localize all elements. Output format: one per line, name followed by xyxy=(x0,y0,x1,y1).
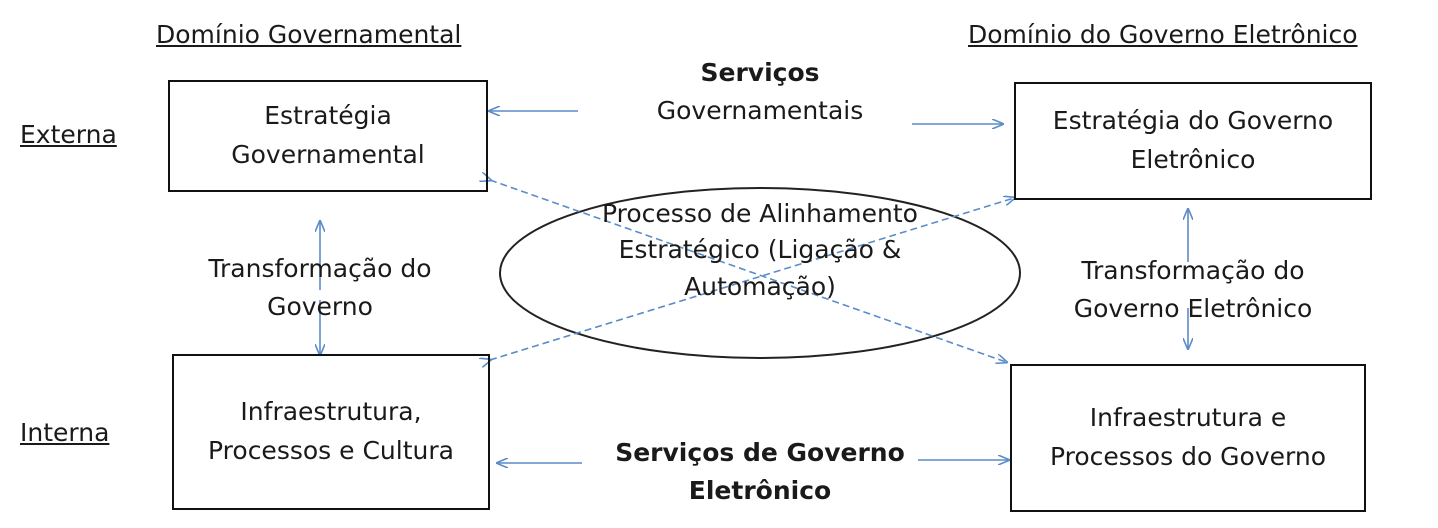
label-gov-transformation: Transformação do Governo xyxy=(170,250,470,325)
label-line: Eletrônico xyxy=(688,475,832,505)
arrow-diagonal-2 xyxy=(490,198,1014,360)
label-egov-transformation: Transformação do Governo Eletrônico xyxy=(1058,252,1328,327)
label-line: Processo de Alinhamento xyxy=(602,199,918,228)
label-line: Serviços xyxy=(700,58,820,87)
label-line: Governo Eletrônico xyxy=(1073,293,1313,323)
label-line: Estratégico (Ligação & xyxy=(618,235,902,265)
label-line: Governamentais xyxy=(656,95,864,125)
label-gov-services: Serviços Governamentais xyxy=(600,54,920,129)
label-alignment-process: Processo de Alinhamento Estratégico (Lig… xyxy=(560,196,960,305)
box-text-line: Governamental xyxy=(231,140,425,169)
box-egov-strategy: Estratégia do Governo Eletrônico xyxy=(1014,82,1372,200)
label-line: Governo xyxy=(267,291,373,321)
box-gov-strategy: Estratégia Governamental xyxy=(168,80,488,192)
box-text-line: Infraestrutura e xyxy=(1089,403,1287,433)
label-line: Transformação do xyxy=(208,254,432,283)
box-text-line: Infraestrutura, xyxy=(240,397,422,427)
box-text-line: Processos e Cultura xyxy=(208,436,454,465)
header-government-domain: Domínio Governamental xyxy=(156,20,462,49)
label-egov-services: Serviços de Governo Eletrônico xyxy=(580,434,940,509)
header-egov-domain: Domínio do Governo Eletrônico xyxy=(968,20,1358,49)
box-text-line: Estratégia xyxy=(264,101,392,131)
box-text-line: Estratégia do Governo xyxy=(1052,106,1334,136)
row-label-internal: Interna xyxy=(20,418,110,447)
label-line: Transformação do xyxy=(1081,256,1305,285)
label-line: Automação) xyxy=(684,271,836,301)
box-text-line: Eletrônico xyxy=(1130,145,1256,174)
box-text-line: Processos do Governo xyxy=(1049,442,1327,471)
row-label-external: Externa xyxy=(20,120,117,149)
label-line: Serviços de Governo xyxy=(615,438,905,467)
box-egov-infrastructure: Infraestrutura e Processos do Governo xyxy=(1010,364,1366,512)
box-gov-infrastructure: Infraestrutura, Processos e Cultura xyxy=(172,354,490,510)
